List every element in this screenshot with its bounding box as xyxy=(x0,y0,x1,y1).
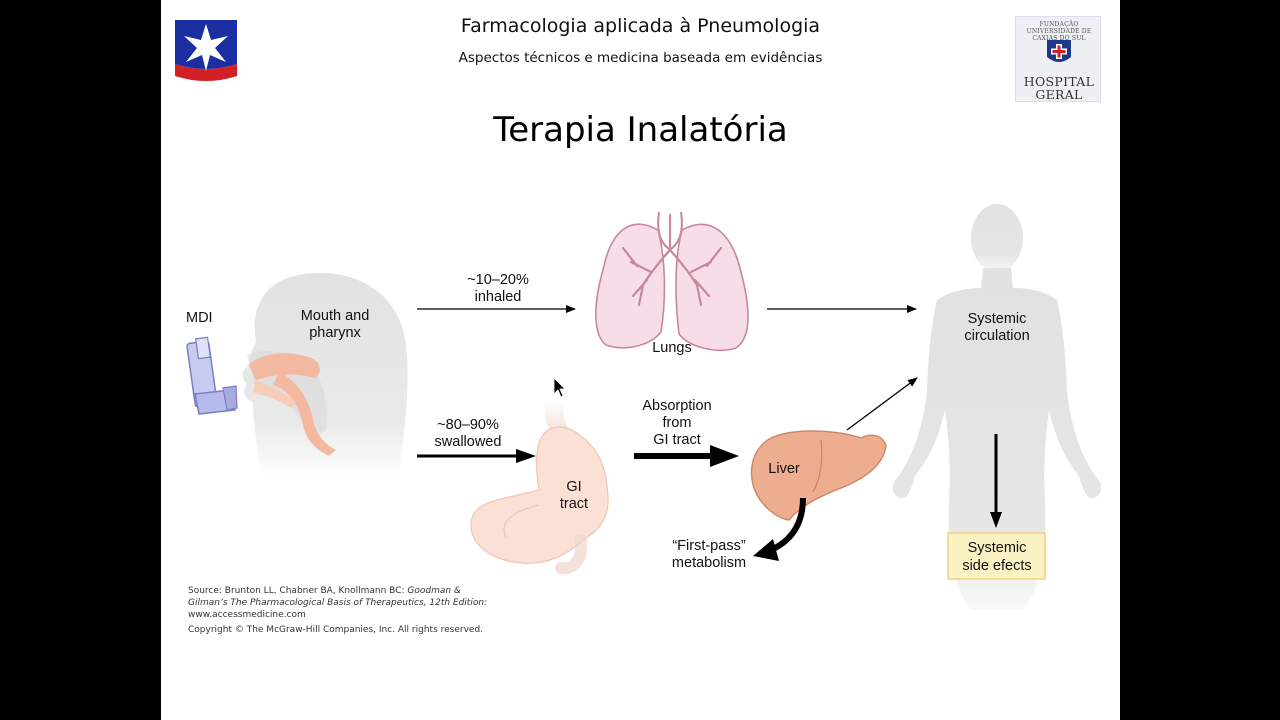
mouth-label-line1: Mouth and xyxy=(301,308,370,324)
inhalation-therapy-diagram: MDI Mouth and pharynx ~10–20% inhaled ~8… xyxy=(186,204,1102,610)
stomach-icon xyxy=(470,400,609,575)
source-line2-italic: Gilman’s The Pharmacological Basis of Th… xyxy=(188,598,488,608)
absorption-arrow xyxy=(634,445,739,467)
swallowed-pct-label: ~80–90% xyxy=(437,417,499,433)
mouth-label-line2: pharynx xyxy=(309,325,361,341)
course-title: Farmacologia aplicada à Pneumologia xyxy=(460,15,821,37)
source-url: www.accessmedicine.com xyxy=(188,610,306,620)
systemic-circulation-label-line1: Systemic xyxy=(968,311,1027,327)
side-effects-arrow xyxy=(990,434,1002,528)
star-shield-logo-icon xyxy=(175,20,237,81)
slide: Farmacologia aplicada à Pneumologia Aspe… xyxy=(161,0,1120,720)
course-subtitle: Aspectos técnicos e medicina baseada em … xyxy=(458,50,823,66)
first-pass-label-line1: “First-pass” xyxy=(672,538,745,554)
liver-to-circulation-arrow xyxy=(846,377,918,431)
absorption-label-line2: from xyxy=(663,415,692,431)
source-line1-italic: Goodman & xyxy=(407,586,461,596)
systemic-circulation-label-line2: circulation xyxy=(964,328,1029,344)
nasal-pharynx-tract xyxy=(249,353,336,456)
swallowed-label: swallowed xyxy=(435,434,502,450)
hospital-geral-logo: FUNDAÇÃO UNIVERSIDADE DE CAXIAS DO SUL H… xyxy=(1015,16,1101,102)
logo-geral-text: GERAL xyxy=(1035,87,1083,102)
liver-label: Liver xyxy=(768,461,800,477)
source-line1: Source: Brunton LL, Chabner BA, Knollman… xyxy=(188,586,408,596)
side-effects-box xyxy=(947,532,1046,580)
mdi-label: MDI xyxy=(186,310,213,326)
liver-icon xyxy=(750,430,887,521)
side-effects-label-line2: side efects xyxy=(962,558,1031,574)
absorption-label-line1: Absorption xyxy=(642,398,711,414)
mdi-inhaler-icon xyxy=(186,336,238,415)
lungs-label: Lungs xyxy=(652,340,692,356)
first-pass-arrow xyxy=(753,497,806,561)
lungs-icon xyxy=(595,211,749,351)
first-pass-label-line2: metabolism xyxy=(672,555,746,571)
inhaled-pct-label: ~10–20% xyxy=(467,272,529,288)
inhaled-label: inhaled xyxy=(475,289,522,305)
source-citation: Source: Brunton LL, Chabner BA, Knollman… xyxy=(188,585,548,636)
hospital-cross-icon xyxy=(1047,40,1071,62)
absorption-label-line3: GI tract xyxy=(653,432,701,448)
logo-arc-text: FUNDAÇÃO UNIVERSIDADE DE CAXIAS DO SUL xyxy=(1026,21,1092,42)
mouse-cursor-icon xyxy=(553,377,566,398)
logo-hospital-text: HOSPITAL xyxy=(1023,74,1095,89)
side-effects-label-line1: Systemic xyxy=(968,540,1027,556)
copyright-notice: Copyright © The McGraw-Hill Companies, I… xyxy=(188,625,484,635)
slide-title: Terapia Inalatória xyxy=(493,110,788,150)
gi-label-line1: GI xyxy=(566,479,581,495)
gi-label-line2: tract xyxy=(560,496,588,512)
swallowed-arrow xyxy=(417,449,536,463)
